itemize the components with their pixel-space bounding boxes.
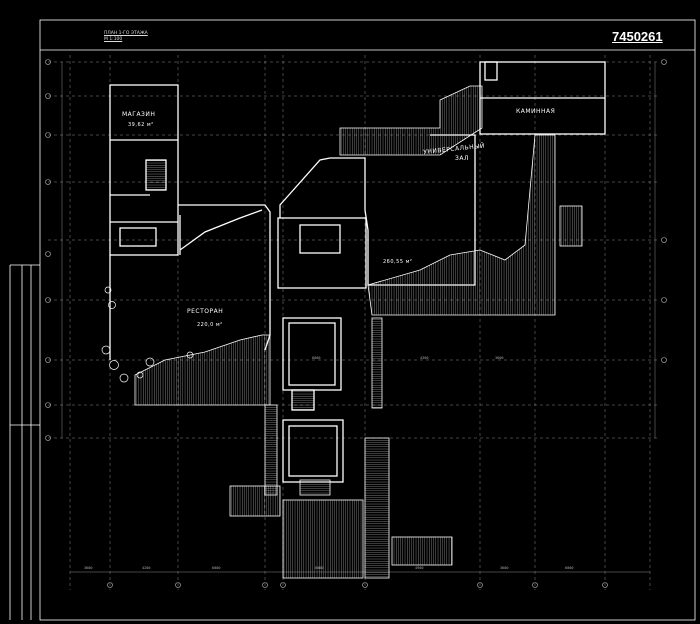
shop-area: 39,62 м² [128, 122, 154, 128]
drawing-title-line2: М 1:100 [104, 37, 123, 42]
restaurant-terrace [134, 334, 271, 406]
fireplace-walls [479, 61, 606, 135]
fireplace-name: КАМИННАЯ [516, 108, 556, 115]
restaurant-name: РЕСТОРАН [187, 308, 224, 315]
drawing-title: ПЛАН 1-ГО ЭТАЖА М 1:100 [104, 31, 148, 43]
stair-north [339, 85, 483, 156]
dim-1: 3600 [84, 566, 93, 570]
dim-9: 4300 [420, 356, 429, 360]
dim-4: 6000 [315, 566, 324, 570]
restaurant-area: 220,0 м² [197, 322, 223, 328]
east-stair [559, 205, 583, 247]
shop-walls [109, 84, 179, 256]
drawing-id: 7450261 [612, 29, 663, 44]
restaurant-trees [101, 286, 194, 383]
hall-terrace [367, 134, 556, 316]
dim-10: 3600 [495, 356, 504, 360]
dim-6: 3600 [500, 566, 509, 570]
drawing-title-line1: ПЛАН 1-ГО ЭТАЖА [104, 31, 148, 36]
dim-8: 6000 [312, 356, 321, 360]
hall-area: 260,55 м² [383, 259, 413, 265]
central-core [277, 217, 367, 483]
dim-5: 4900 [415, 566, 424, 570]
grid-markers [45, 59, 667, 588]
hall-name-line2: ЗАЛ [455, 155, 469, 162]
south-stairs [229, 317, 453, 579]
dim-7: 6000 [565, 566, 574, 570]
hall-walls [279, 134, 476, 286]
dim-2: 4200 [142, 566, 151, 570]
drawing-frame [9, 19, 696, 621]
shop-name: МАГАЗИН [122, 111, 156, 118]
dim-3: 6000 [212, 566, 221, 570]
